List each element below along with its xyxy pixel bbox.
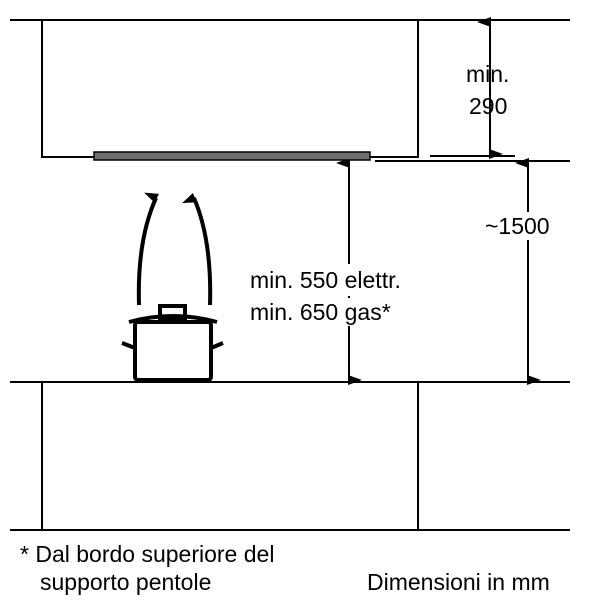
label-290: 290 [469, 93, 508, 119]
pot-icon [121, 304, 224, 382]
downdraft-hood [93, 151, 371, 161]
footnote-line-2: supporto pentole [40, 569, 212, 595]
steam-arrows-icon [136, 192, 213, 306]
label-1500: ~1500 [485, 212, 550, 240]
label-650-gas: min. 650 gas* [250, 298, 391, 326]
label-550-electric: min. 550 elettr. [250, 264, 401, 296]
footnote-line-1: * Dal bordo superiore del [20, 541, 275, 567]
label-min: min. [466, 61, 510, 87]
base-cabinet [41, 382, 419, 530]
units-note: Dimensioni in mm [367, 569, 550, 595]
wall-cabinet [41, 20, 419, 158]
